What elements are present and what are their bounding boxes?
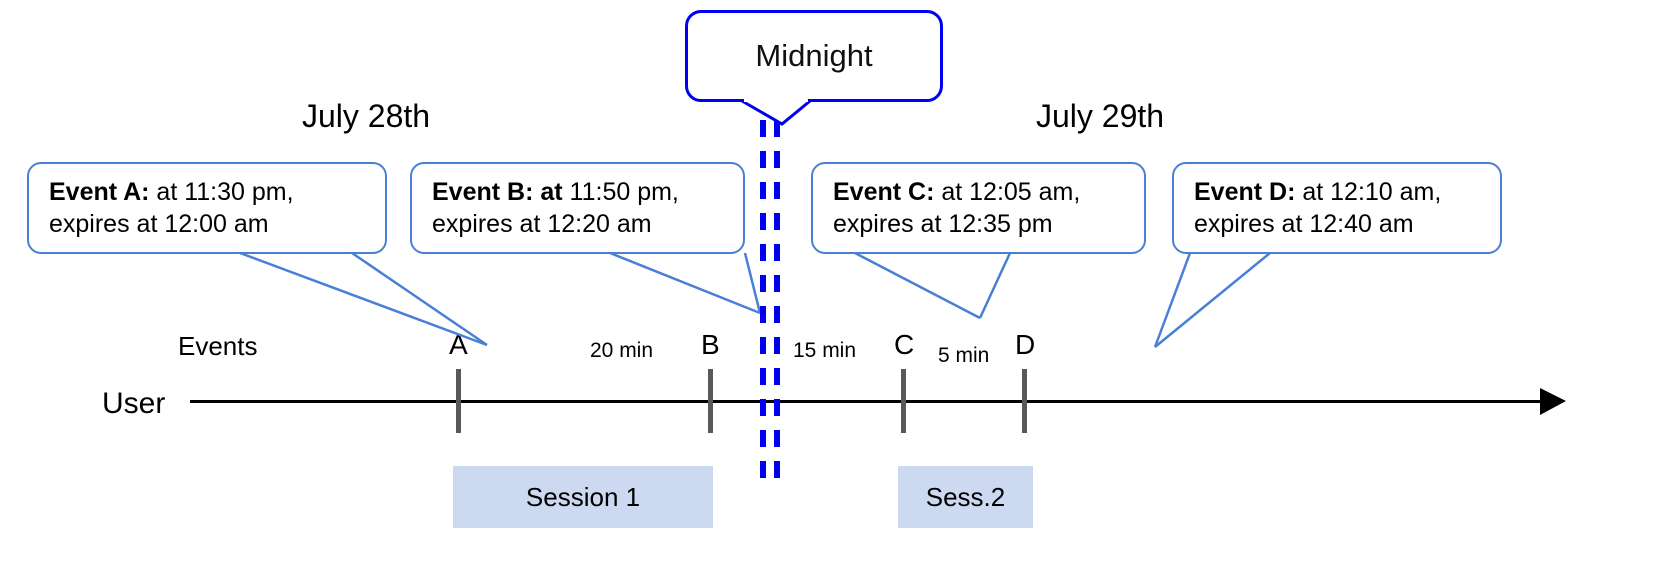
gap-label-c-d: 5 min <box>938 344 990 367</box>
callout-event-b-line2: expires at 12:20 am <box>432 210 652 238</box>
gap-label-a-b: 20 min <box>590 339 654 362</box>
event-letter-a: A <box>449 329 468 360</box>
callout-event-a-line2: expires at 12:00 am <box>49 210 269 238</box>
tick-event-a <box>456 369 461 433</box>
leader-event-d-2 <box>1153 252 1192 348</box>
callout-event-a-title: Event A: <box>49 178 150 206</box>
tick-event-d <box>1022 369 1027 433</box>
row-label-events: Events <box>178 331 258 361</box>
leader-event-b <box>609 251 761 315</box>
callout-event-a-line1: at 11:30 pm, <box>149 178 294 206</box>
callout-event-b: Event B: at 11:50 pm, expires at 12:20 a… <box>410 162 745 254</box>
midnight-label: Midnight <box>755 38 873 73</box>
session-block-2: Sess.2 <box>898 466 1033 528</box>
midnight-callout: Midnight <box>685 10 943 102</box>
gap-label-b-c: 15 min <box>793 339 857 362</box>
event-letter-d: D <box>1015 329 1036 360</box>
callout-event-d: Event D: at 12:10 am, expires at 12:40 a… <box>1172 162 1502 254</box>
event-letter-b: B <box>701 329 720 360</box>
row-label-user: User <box>102 387 166 420</box>
leader-event-c <box>854 251 981 320</box>
callout-event-b-line1: 11:50 pm, <box>562 178 679 206</box>
timeline-axis <box>190 400 1542 403</box>
callout-event-c: Event C: at 12:05 am, expires at 12:35 p… <box>811 162 1146 254</box>
leader-event-c-2 <box>978 252 1012 319</box>
callout-event-c-line1: at 12:05 am, <box>934 178 1081 206</box>
leader-event-b-2 <box>743 252 762 314</box>
date-heading-july-28: July 28th <box>302 98 431 134</box>
midnight-divider-left <box>760 120 766 478</box>
leader-event-d <box>1154 252 1271 348</box>
callout-event-d-line1: at 12:10 am, <box>1295 178 1442 206</box>
callout-event-b-title: Event B: at <box>432 178 563 206</box>
callout-event-c-line2: expires at 12:35 pm <box>833 210 1053 238</box>
session-block-1-label: Session 1 <box>525 481 641 512</box>
tick-event-c <box>901 369 906 433</box>
callout-event-c-title: Event C: <box>833 178 935 206</box>
session-block-2-label: Sess.2 <box>925 481 1006 512</box>
callout-event-a: Event A: at 11:30 pm, expires at 12:00 a… <box>27 162 387 254</box>
tick-event-b <box>708 369 713 433</box>
session-block-1: Session 1 <box>453 466 713 528</box>
timeline-arrowhead <box>1540 388 1566 415</box>
midnight-divider-right <box>774 120 780 478</box>
event-letter-c: C <box>894 329 915 360</box>
date-heading-july-29: July 29th <box>1036 98 1165 134</box>
callout-event-d-line2: expires at 12:40 am <box>1194 210 1414 238</box>
callout-event-d-title: Event D: <box>1194 178 1296 206</box>
